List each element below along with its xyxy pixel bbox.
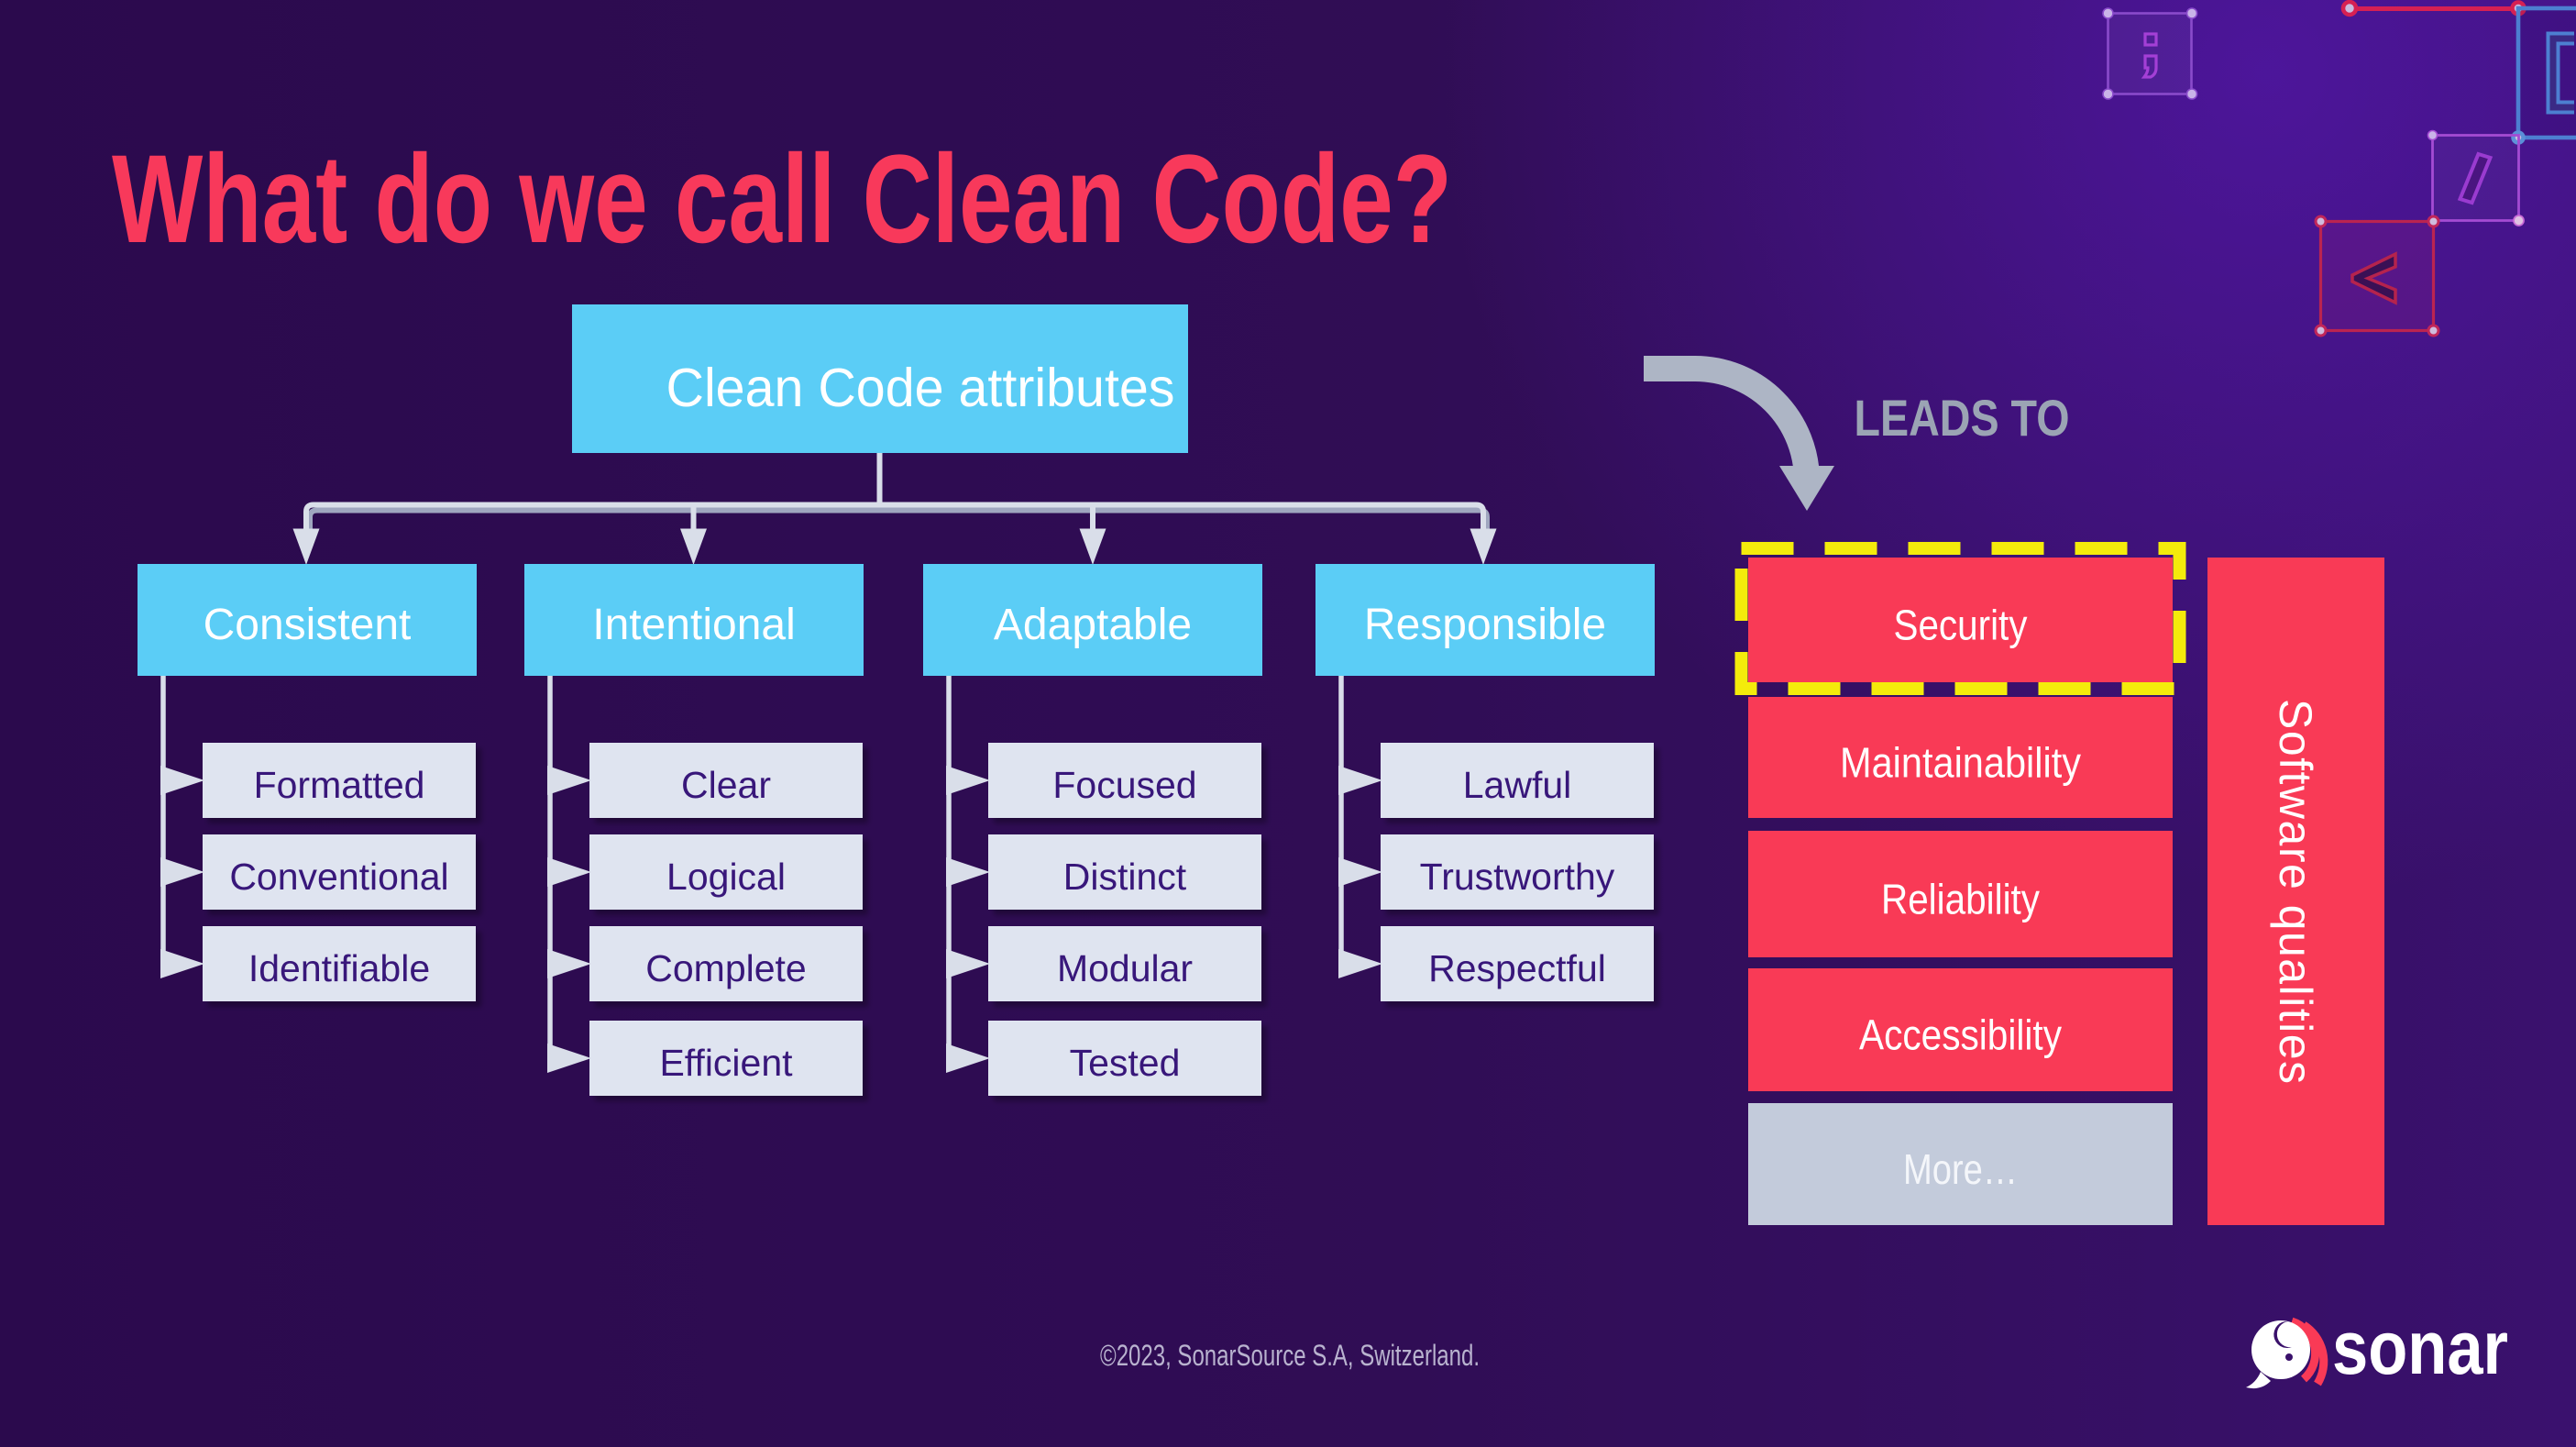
svg-text:Maintainability: Maintainability <box>1840 739 2081 787</box>
svg-text:Intentional: Intentional <box>592 601 796 649</box>
svg-text:Responsible: Responsible <box>1364 601 1606 649</box>
svg-text:Complete: Complete <box>645 947 806 989</box>
svg-text:Clear: Clear <box>681 764 771 806</box>
svg-text:LEADS TO: LEADS TO <box>1855 389 2070 447</box>
svg-text:Tested: Tested <box>1070 1042 1181 1084</box>
svg-text:©2023, SonarSource S.A, Switze: ©2023, SonarSource S.A, Switzerland. <box>1100 1339 1480 1372</box>
svg-text:What do we call Clean Code?: What do we call Clean Code? <box>112 129 1452 270</box>
svg-text:Adaptable: Adaptable <box>994 601 1192 649</box>
svg-text:Trustworthy: Trustworthy <box>1420 856 1615 898</box>
svg-text:Consistent: Consistent <box>204 601 412 649</box>
svg-text:Respectful: Respectful <box>1428 947 1606 989</box>
svg-text:Modular: Modular <box>1057 947 1193 989</box>
svg-text:Formatted: Formatted <box>254 764 425 806</box>
svg-text:Lawful: Lawful <box>1463 764 1572 806</box>
svg-text:More…: More… <box>1903 1145 2018 1193</box>
svg-text:Security: Security <box>1894 602 2028 649</box>
svg-text:Focused: Focused <box>1052 764 1196 806</box>
svg-text:Reliability: Reliability <box>1881 876 2040 923</box>
svg-text:Efficient: Efficient <box>659 1042 793 1084</box>
svg-text:Accessibility: Accessibility <box>1859 1011 2062 1059</box>
svg-text:Clean Code attributes: Clean Code attributes <box>666 358 1175 418</box>
svg-text:Conventional: Conventional <box>229 856 448 898</box>
svg-text:sonar: sonar <box>2332 1305 2508 1390</box>
svg-text:Logical: Logical <box>666 856 786 898</box>
svg-text:Identifiable: Identifiable <box>248 947 430 989</box>
svg-text:Distinct: Distinct <box>1063 856 1187 898</box>
svg-text:Software qualities: Software qualities <box>2270 699 2321 1084</box>
